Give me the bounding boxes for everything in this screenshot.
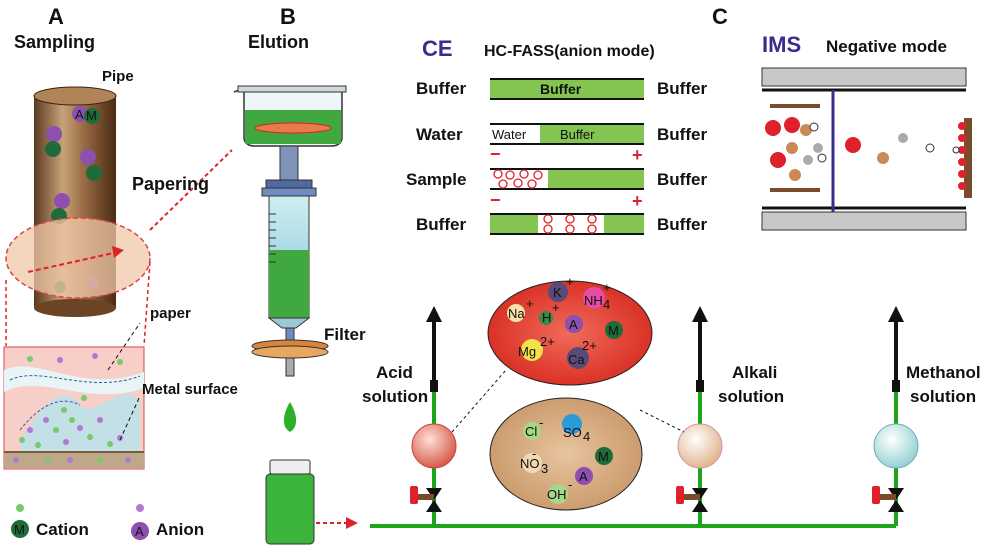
svg-text:M: M: [608, 323, 619, 338]
svg-text:−: −: [490, 190, 501, 210]
svg-text:-: -: [539, 415, 543, 430]
svg-text:OH: OH: [547, 487, 567, 502]
svg-text:Ca: Ca: [568, 352, 585, 367]
ce-subtitle: HC-FASS(anion mode): [484, 43, 655, 60]
papering-region: [5, 217, 151, 299]
metal-surface-zoom: [3, 346, 145, 470]
cation-bubble: Na + K + NH 4 + H + A M Mg 2+ Ca 2+: [487, 274, 653, 386]
svg-text:Buffer: Buffer: [540, 81, 582, 97]
acid-label-1: Acid: [376, 363, 413, 382]
legend-cation: Cation: [36, 520, 89, 539]
ce-title: CE: [422, 36, 453, 61]
svg-text:−: −: [490, 144, 501, 164]
legend-cation-symbol: M: [14, 522, 25, 537]
svg-text:-: -: [532, 446, 536, 461]
paper-label: paper: [150, 305, 191, 322]
svg-text:Mg: Mg: [518, 344, 536, 359]
svg-text:A: A: [75, 107, 84, 122]
svg-text:Buffer: Buffer: [560, 127, 595, 142]
methanol-reservoir: [873, 423, 919, 469]
panel-a-title: Sampling: [14, 32, 95, 52]
ims-drift-tube: [761, 67, 972, 231]
svg-text:+: +: [552, 300, 560, 315]
svg-text:SO: SO: [563, 425, 582, 440]
beaker: [233, 85, 347, 147]
svg-text:Sample: Sample: [406, 170, 466, 189]
alkali-label-2: solution: [718, 387, 784, 406]
svg-text:+: +: [566, 274, 574, 289]
panel-a-letter: A: [48, 4, 64, 29]
acid-reservoir: [411, 423, 457, 469]
methanol-label-1: Methanol: [906, 363, 981, 382]
vial: [265, 459, 315, 545]
svg-text:4: 4: [583, 429, 590, 444]
alkali-label-1: Alkali: [732, 363, 777, 382]
alkali-reservoir: [677, 423, 723, 469]
anion-bubble: Cl - SO 4 NO 3 - M A OH -: [489, 397, 643, 511]
svg-text:+: +: [632, 191, 643, 211]
pipe-label: Pipe: [102, 68, 134, 85]
ims-title: IMS: [762, 32, 801, 57]
svg-text:Buffer: Buffer: [657, 79, 707, 98]
svg-text:A: A: [569, 317, 578, 332]
svg-text:+: +: [526, 296, 534, 311]
acid-label-2: solution: [362, 387, 428, 406]
svg-text:2+: 2+: [582, 338, 597, 353]
svg-text:-: -: [568, 477, 572, 492]
svg-text:Cl: Cl: [525, 424, 537, 439]
svg-text:Buffer: Buffer: [416, 215, 466, 234]
papering-label: Papering: [132, 174, 209, 194]
drop: [283, 402, 297, 432]
panel-b-title: Elution: [248, 32, 309, 52]
panel-b-letter: B: [280, 4, 296, 29]
svg-text:2+: 2+: [540, 334, 555, 349]
legend-anion-symbol: A: [135, 524, 144, 539]
filter: [251, 339, 329, 377]
metal-surface-label: Metal surface: [142, 381, 238, 398]
valves: [410, 486, 904, 512]
svg-text:A: A: [579, 469, 588, 484]
svg-text:Buffer: Buffer: [657, 170, 707, 189]
svg-text:NH: NH: [584, 293, 603, 308]
ce-row-1: Buffer Buffer Buffer: [416, 78, 707, 100]
svg-text:+: +: [603, 280, 611, 295]
svg-text:Buffer: Buffer: [416, 79, 466, 98]
svg-text:Na: Na: [508, 306, 525, 321]
panel-c-letter: C: [712, 4, 728, 29]
svg-text:3: 3: [541, 461, 548, 476]
svg-text:K: K: [553, 285, 562, 300]
svg-text:Water: Water: [416, 125, 463, 144]
ce-row-4: − + Buffer Buffer: [416, 190, 707, 235]
methanol-label-2: solution: [910, 387, 976, 406]
ce-row-2: Water Water Buffer Buffer: [416, 123, 707, 145]
svg-text:M: M: [86, 108, 97, 123]
svg-text:+: +: [632, 145, 643, 165]
svg-text:Buffer: Buffer: [657, 215, 707, 234]
legend-anion: Anion: [156, 520, 204, 539]
legend: M Cation A Anion: [11, 504, 204, 540]
syringe: [261, 145, 317, 343]
svg-text:H: H: [542, 310, 551, 325]
filter-label: Filter: [324, 325, 366, 344]
svg-text:4: 4: [603, 297, 610, 312]
svg-text:NO: NO: [520, 456, 540, 471]
ce-row-3: − + Sample Buffer: [406, 144, 707, 190]
svg-text:M: M: [598, 449, 609, 464]
svg-text:Water: Water: [492, 127, 527, 142]
svg-text:Buffer: Buffer: [657, 125, 707, 144]
ims-subtitle: Negative mode: [826, 37, 947, 56]
